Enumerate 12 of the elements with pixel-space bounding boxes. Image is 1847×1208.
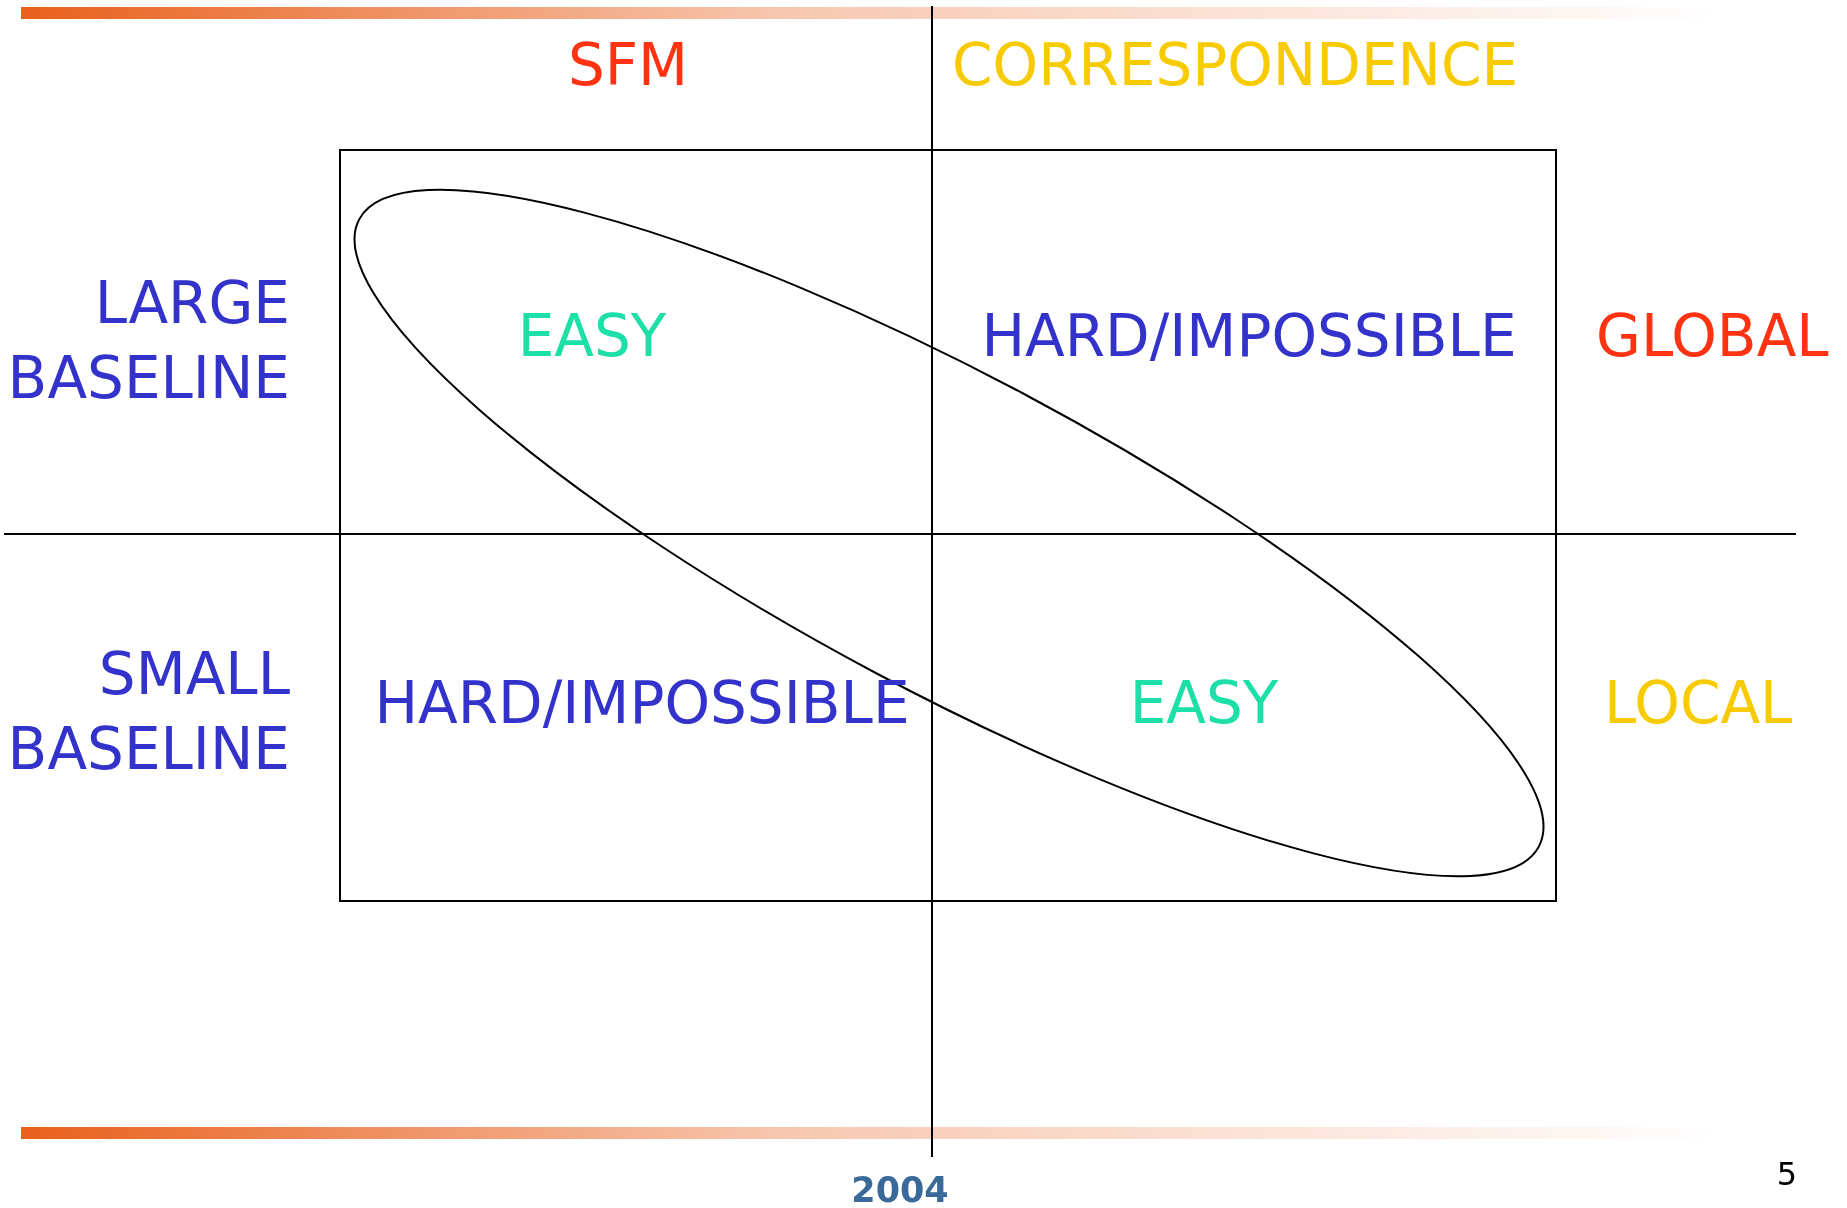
row-heading: GLOBAL (1596, 300, 1829, 372)
row-heading: LARGE BASELINE (6, 268, 290, 414)
quadrant-label: EASY (517, 300, 667, 372)
row-heading: SMALL BASELINE (6, 639, 290, 785)
quadrant-label: EASY (1129, 667, 1279, 739)
quadrant-label: HARD/IMPOSSIBLE (981, 300, 1517, 372)
year-label: 2004 (851, 1169, 949, 1208)
quadrant-label: HARD/IMPOSSIBLE (374, 667, 910, 739)
page-number: 5 (1776, 1154, 1798, 1194)
column-heading: CORRESPONDENCE (952, 29, 1519, 101)
column-heading: SFM (567, 29, 689, 101)
row-heading: LOCAL (1604, 667, 1793, 739)
